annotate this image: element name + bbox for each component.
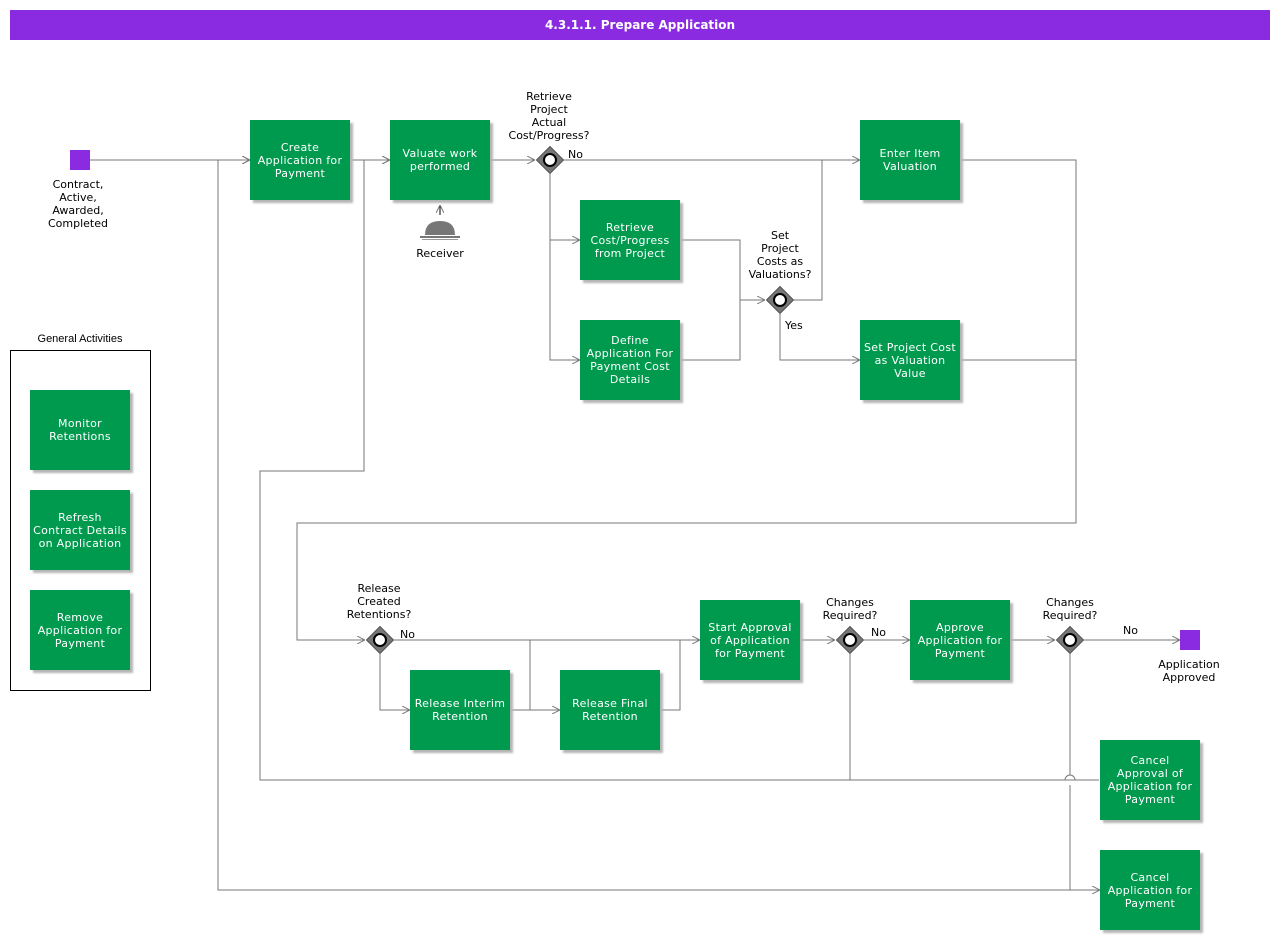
- bell-icon: [420, 217, 460, 243]
- gateway-circle-icon: [843, 633, 857, 647]
- task-refresh-contract-details[interactable]: Refresh Contract Details on Application: [30, 490, 130, 570]
- general-activities-title: General Activities: [37, 333, 123, 345]
- flow-retrieve-gw2: [680, 239, 764, 300]
- flow-label-no: No: [871, 626, 886, 639]
- flow-gw2-enter: [794, 160, 823, 301]
- gateway-circle-icon: [543, 153, 557, 167]
- flow-enter-merge: [296, 159, 1077, 640]
- flow-final-startapproval: [660, 640, 681, 711]
- task-approve-application[interactable]: Approve Application for Payment: [910, 600, 1010, 680]
- flow-gw1-define: [549, 240, 579, 360]
- task-cancel-application[interactable]: Cancel Application for Payment: [1100, 850, 1200, 930]
- start-event[interactable]: [70, 150, 90, 170]
- flow-label-no: No: [400, 628, 415, 641]
- flow-hop: [1064, 774, 1076, 781]
- gateway-label-changes-1: Changes Required?: [822, 596, 878, 622]
- task-cancel-approval[interactable]: Cancel Approval of Application for Payme…: [1100, 740, 1200, 820]
- task-retrieve-cost[interactable]: Retrieve Cost/Progress from Project: [580, 200, 680, 280]
- flow-label-no: No: [568, 148, 583, 161]
- flow-define-gw2: [680, 300, 741, 361]
- flow-gw2-setcost-yes: [779, 314, 859, 360]
- gateway-circle-icon: [773, 293, 787, 307]
- task-create-application[interactable]: Create Application for Payment: [250, 120, 350, 200]
- gateway-circle-icon: [373, 633, 387, 647]
- gateway-label-release-created: Release Created Retentions?: [346, 582, 412, 621]
- task-enter-item-valuation[interactable]: Enter Item Valuation: [860, 120, 960, 200]
- task-valuate-work[interactable]: Valuate work performed: [390, 120, 490, 200]
- flow-label-no: No: [1123, 624, 1138, 637]
- gateway-label-retrieve-actual: Retrieve Project Actual Cost/Progress?: [508, 90, 590, 142]
- gateway-label-changes-2: Changes Required?: [1042, 596, 1098, 622]
- flow-cancel-back: [217, 160, 1099, 891]
- gateway-label-set-costs: Set Project Costs as Valuations?: [748, 229, 812, 281]
- page-title: 4.3.1.1. Prepare Application: [10, 10, 1270, 40]
- task-start-approval[interactable]: Start Approval of Application for Paymen…: [700, 600, 800, 680]
- flow-gw1-retrieve: [549, 174, 579, 240]
- task-remove-application[interactable]: Remove Application for Payment: [30, 590, 130, 670]
- flow-loop-to-valuate: [259, 160, 1099, 781]
- gateway-circle-icon: [1063, 633, 1077, 647]
- flow-gw5-cancel: [1069, 654, 1099, 890]
- flow-label-yes: Yes: [785, 319, 803, 332]
- receiver-label: Receiver: [416, 247, 464, 260]
- general-activities-group: [10, 350, 151, 691]
- task-set-project-cost[interactable]: Set Project Cost as Valuation Value: [860, 320, 960, 400]
- task-release-interim[interactable]: Release Interim Retention: [410, 670, 510, 750]
- task-monitor-retentions[interactable]: Monitor Retentions: [30, 390, 130, 470]
- end-event[interactable]: [1180, 630, 1200, 650]
- task-release-final[interactable]: Release Final Retention: [560, 670, 660, 750]
- task-define-cost-details[interactable]: Define Application For Payment Cost Deta…: [580, 320, 680, 400]
- flow-gw3-interim: [379, 654, 409, 710]
- end-event-label: Application Approved: [1158, 658, 1220, 684]
- start-event-label: Contract, Active, Awarded, Completed: [48, 178, 108, 230]
